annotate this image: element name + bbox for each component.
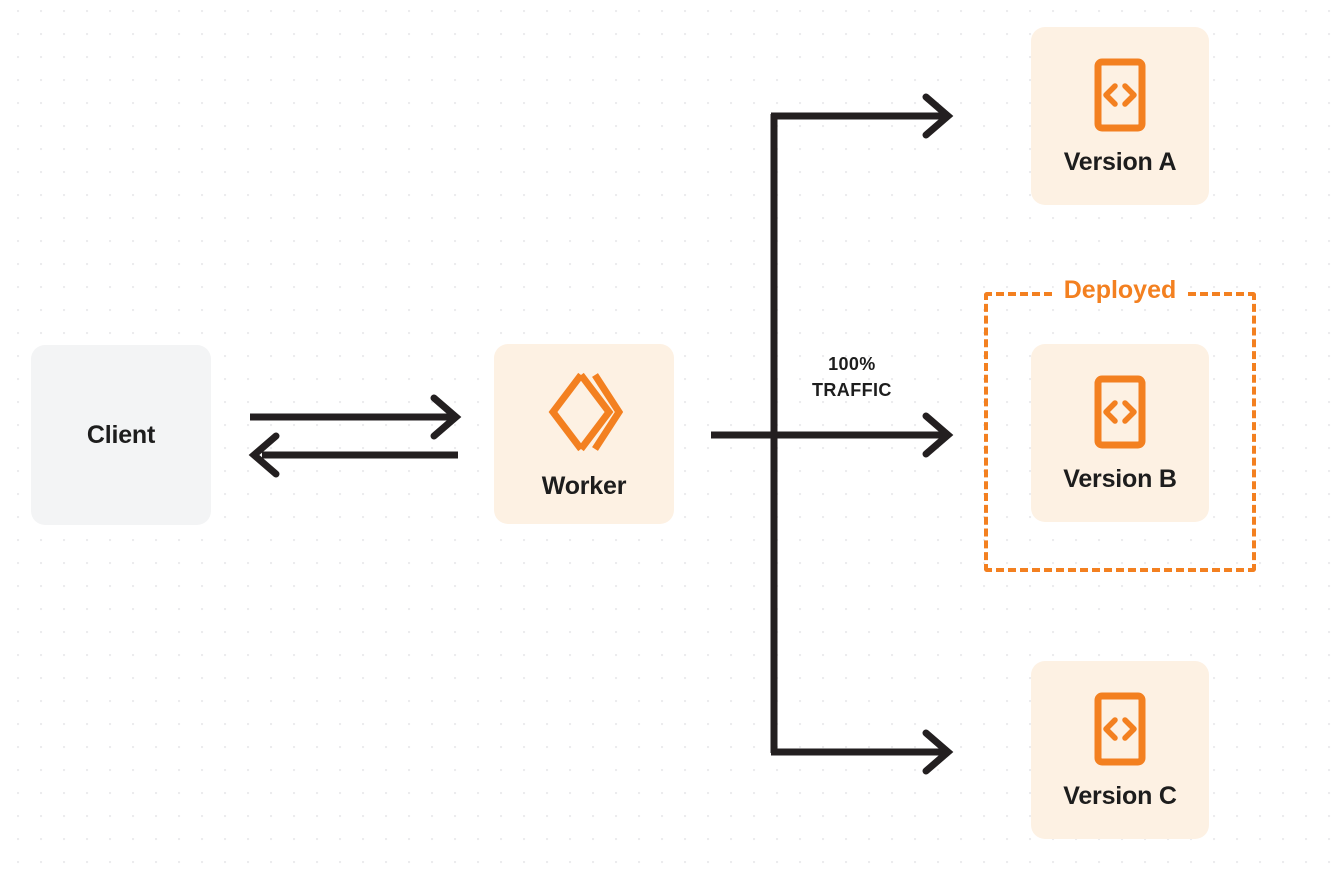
deployed-group-label: Deployed xyxy=(1053,278,1187,303)
node-version-a-label: Version A xyxy=(1063,147,1177,176)
node-version-c[interactable]: Version C xyxy=(1031,661,1209,839)
node-worker-label: Worker xyxy=(541,471,627,500)
node-worker[interactable]: Worker xyxy=(494,344,674,524)
deployed-group: Deployed xyxy=(984,278,1256,572)
arrow-worker-to-client-head xyxy=(248,432,280,478)
arrow-head-version-c xyxy=(922,729,954,775)
node-version-b-label: Version B xyxy=(1063,464,1177,493)
node-client[interactable]: Client xyxy=(31,345,211,525)
code-file-icon xyxy=(1094,375,1146,449)
arrow-client-to-worker-head xyxy=(430,394,462,440)
traffic-caption: TRAFFIC xyxy=(812,380,892,400)
traffic-percent: 100% xyxy=(828,354,876,374)
code-file-icon xyxy=(1094,58,1146,132)
node-client-label: Client xyxy=(86,420,156,449)
arrow-head-version-a xyxy=(922,93,954,139)
traffic-label: 100% TRAFFIC xyxy=(812,355,892,399)
node-version-b[interactable]: Version B xyxy=(1031,344,1209,522)
workers-logo-icon xyxy=(545,370,623,454)
node-version-a[interactable]: Version A xyxy=(1031,27,1209,205)
node-version-c-label: Version C xyxy=(1063,781,1177,810)
code-file-icon xyxy=(1094,692,1146,766)
arrow-head-version-b xyxy=(922,412,954,458)
